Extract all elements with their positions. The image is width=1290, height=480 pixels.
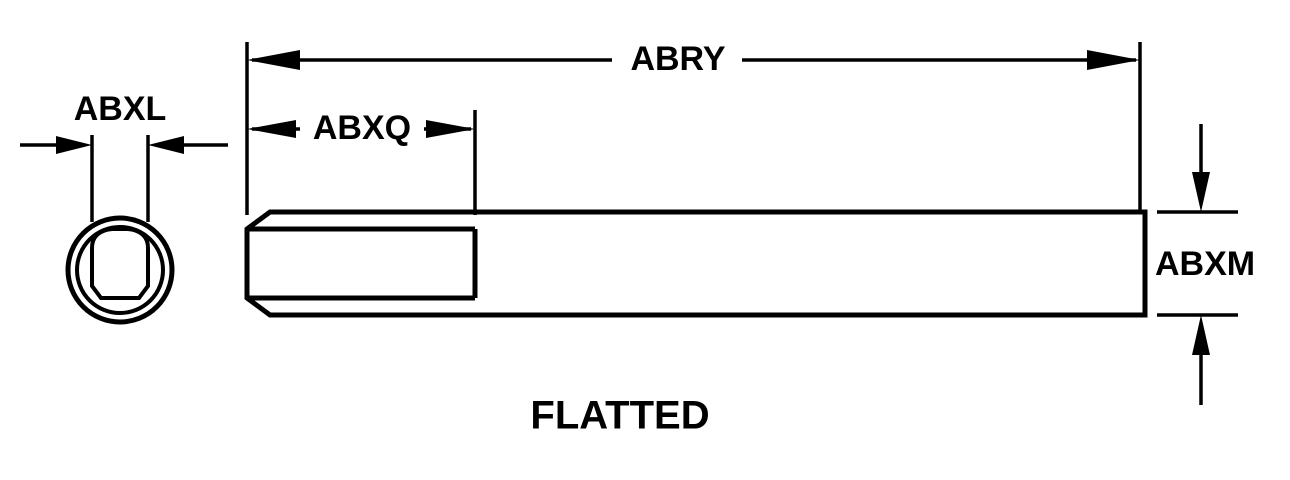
abxl-right-arrowhead — [148, 136, 184, 154]
abry-label: ABRY — [630, 40, 725, 78]
end-view-outer-circle — [65, 215, 175, 325]
abxq-label: ABXQ — [313, 109, 411, 147]
dimension-abxl: ABXL — [20, 90, 228, 222]
dimension-abxm: ABXM — [1155, 124, 1255, 405]
end-view-inner-circle — [75, 225, 165, 315]
end-view-flatted-socket — [90, 227, 150, 300]
abxm-bottom-arrowhead — [1192, 315, 1210, 355]
dimension-abxq: ABXQ — [247, 109, 477, 215]
abxl-label: ABXL — [74, 90, 167, 128]
abry-left-arrowhead — [247, 50, 300, 70]
abxq-right-arrowhead — [426, 120, 475, 138]
dimension-abry: ABRY — [245, 40, 1142, 215]
abry-right-arrowhead — [1087, 50, 1140, 70]
abxm-label: ABXM — [1155, 245, 1255, 283]
view-title-flatted: FLATTED — [530, 394, 709, 438]
abxl-left-arrowhead — [56, 136, 92, 154]
abxq-left-arrowhead — [247, 120, 296, 138]
abxm-top-arrowhead — [1192, 172, 1210, 212]
end-view-group — [65, 215, 175, 325]
side-view-group — [244, 209, 1148, 318]
